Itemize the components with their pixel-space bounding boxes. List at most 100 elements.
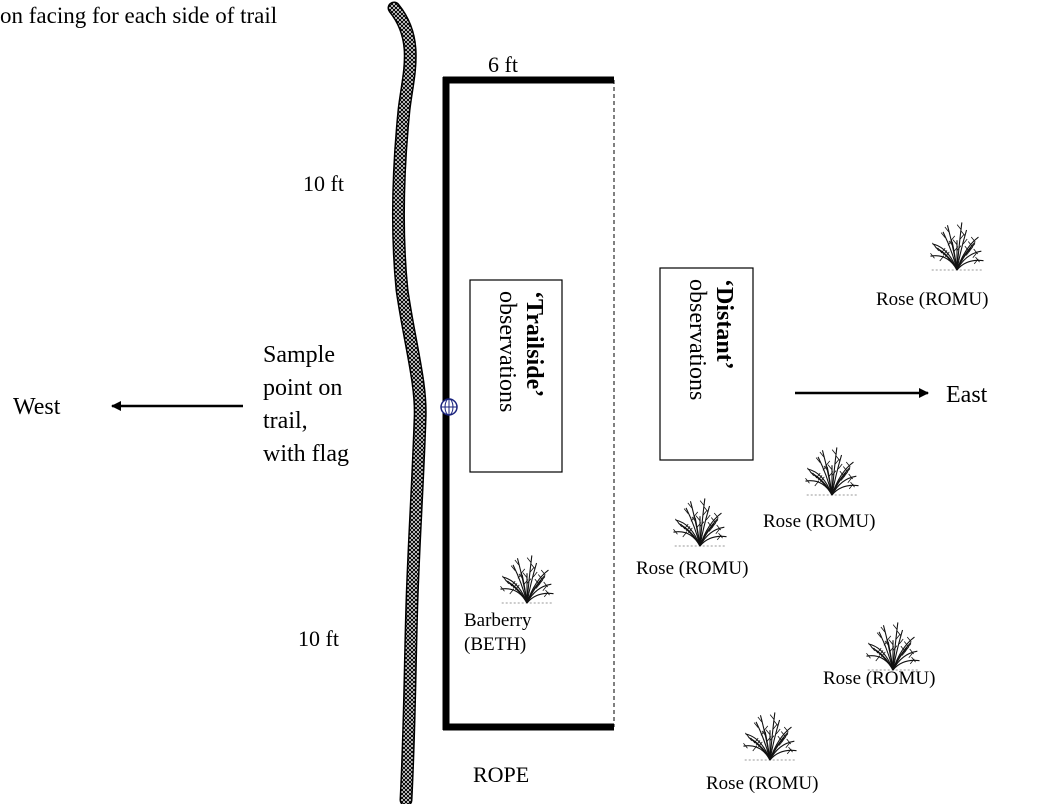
shrub-label: Rose (ROMU) (636, 558, 748, 579)
shrub-twig (785, 742, 791, 749)
shrub-twig (514, 584, 520, 591)
shrub-twig (693, 511, 699, 518)
shrub-twig (850, 481, 855, 488)
shrub-rose-5: Rose (ROMU) (706, 712, 818, 794)
shrub-rose-4: Rose (ROMU) (823, 622, 935, 689)
shrub-twig (848, 473, 854, 480)
shrub-stem (526, 592, 554, 604)
shrub-twig (845, 468, 851, 474)
shrub-twig (815, 457, 821, 463)
shrub-twig (823, 465, 829, 472)
shrub-twig (504, 578, 510, 585)
trailside-box (469, 279, 563, 473)
shrub-twig (703, 506, 709, 513)
distant-subtitle: observations (684, 279, 710, 400)
caption-text: on facing for each side of trail (0, 3, 277, 28)
shrub-twig (507, 580, 513, 587)
shrub-twig (875, 655, 881, 662)
shrub-twig (543, 581, 549, 588)
shrub-stem (956, 250, 982, 271)
shrub-twig (825, 460, 831, 467)
shrub-twig (510, 565, 516, 571)
shrub-twig (786, 738, 792, 745)
shrub-twig (526, 557, 532, 563)
shrub-twig (944, 251, 950, 258)
shrub-twig (970, 243, 976, 249)
sample-point-line-1: Sample (263, 342, 335, 368)
shrub-twig (886, 635, 892, 642)
shrub-twig (761, 730, 767, 737)
shrub-stem (831, 475, 857, 496)
shrub-stem (699, 512, 722, 547)
sample-point-line-3: trail, (263, 408, 308, 434)
distant-title: ‘Distant’ (711, 279, 737, 370)
shrub-twig (880, 626, 886, 633)
shrub-twig (537, 574, 543, 580)
shrub-twig (898, 638, 904, 645)
shrub-twig (895, 633, 901, 640)
rope-label: ROPE (473, 762, 529, 787)
shrub-twig (773, 720, 779, 727)
shrub-stem (526, 583, 552, 604)
shrub-icon (930, 222, 984, 271)
shrub-twig (970, 236, 976, 243)
shrub-twig (880, 651, 886, 658)
shrub-twig (909, 648, 915, 655)
shrub-twig (522, 572, 528, 578)
sample-point-label: Sample point on trail, with flag (263, 342, 349, 467)
shrub-twig (956, 224, 962, 230)
shrub-stem (831, 484, 859, 496)
shrub-twig (755, 740, 761, 746)
shrub-twig (814, 480, 820, 487)
shrub-twig (769, 714, 775, 720)
shrub-twig (691, 516, 697, 523)
shrub-twig (975, 256, 980, 263)
shrub-twig (888, 639, 894, 645)
shrub-twig (699, 500, 705, 506)
shrub-icon (743, 712, 797, 761)
shrub-twig (962, 238, 968, 245)
trailside-quoted: Trailside (521, 299, 547, 390)
shrub-twig (847, 477, 853, 484)
shrub-twig (944, 226, 950, 233)
shrub-twig (911, 656, 916, 663)
shrub-twig (873, 647, 879, 654)
shrub-label: Rose (ROMU) (763, 511, 875, 532)
upper-length-label: 10 ft (303, 171, 344, 196)
shrub-twig (835, 455, 841, 462)
shrub-twig (780, 731, 786, 737)
lower-length-label: 10 ft (298, 626, 339, 651)
trailside-subtitle: observations (494, 291, 520, 412)
shrub-rose-3: Rose (ROMU) (636, 498, 748, 579)
shrub-twig (680, 523, 686, 530)
shrub-twig (702, 509, 708, 516)
shrub-icon (805, 447, 859, 496)
shrub-twig (906, 643, 912, 649)
shrub-twig (972, 252, 978, 259)
distant-quoted: Distant (711, 287, 737, 362)
shrub-stem (956, 259, 984, 271)
shrub-twig (884, 640, 890, 647)
shrub-twig (973, 248, 979, 255)
shrub-rose-1: Rose (ROMU) (876, 222, 988, 310)
shrub-label: Rose (ROMU) (823, 668, 935, 689)
shrub-twig (783, 726, 789, 733)
shrub-twig (715, 528, 721, 535)
shrub-twig (827, 464, 833, 470)
shrub-label: (BETH) (464, 634, 526, 655)
shrub-twig (718, 532, 723, 539)
trail-texture (389, 3, 426, 804)
shrub-twig (959, 233, 965, 240)
shrub-stem (526, 569, 549, 604)
flag-marker-icon (440, 398, 458, 416)
shrub-twig (687, 502, 693, 509)
shrub-twig (705, 514, 711, 521)
shrub-twig (713, 512, 719, 519)
shrub-twig (518, 573, 524, 580)
shrub-twig (512, 583, 518, 589)
shrub-twig (520, 568, 526, 575)
shrub-twig (892, 624, 898, 630)
shrub-twig (743, 743, 748, 749)
shrub-twig (529, 566, 535, 573)
shrub-twig (750, 737, 756, 744)
